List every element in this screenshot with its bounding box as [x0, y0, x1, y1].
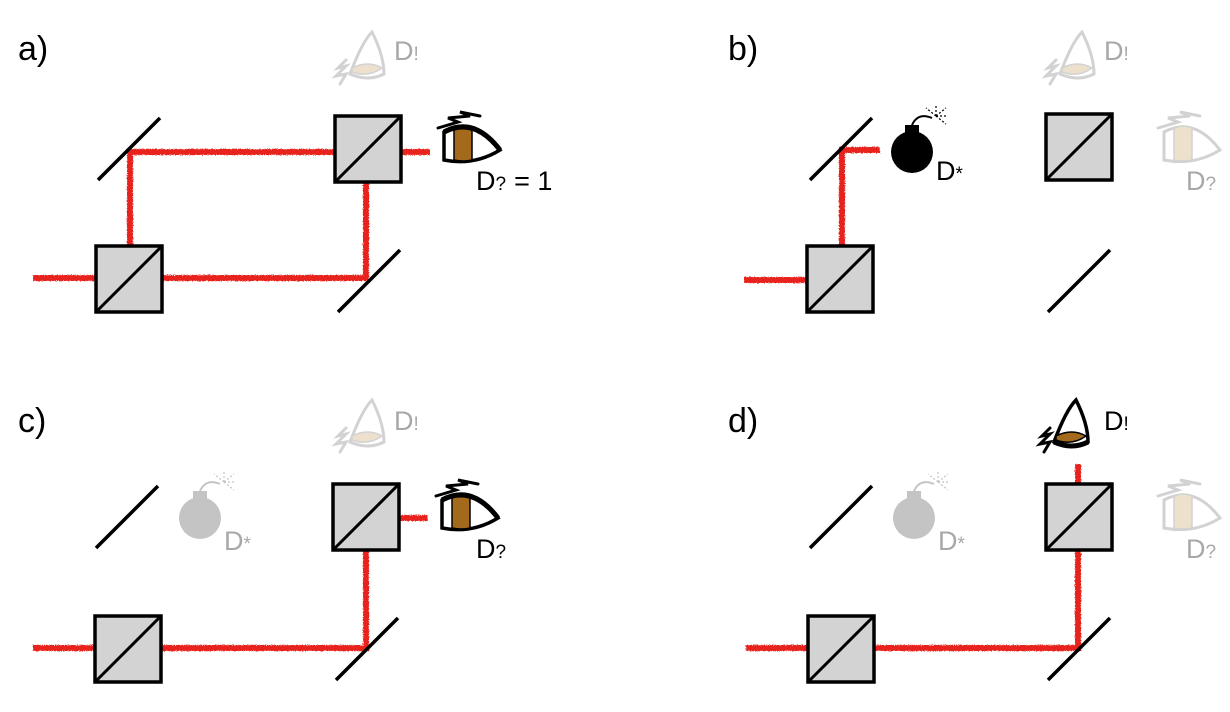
mirror-upper-d	[808, 484, 874, 550]
panel-c: c) D* D? D!	[18, 398, 506, 684]
beam-splitter-diagonal	[1044, 482, 1114, 552]
detector-label-question-b: D?	[1186, 166, 1216, 196]
mirror-lower-d	[1046, 616, 1112, 682]
mirror-lower-b	[1046, 248, 1112, 314]
eye-detector-icon-faded	[1156, 110, 1222, 164]
detector-label-question-d: D?	[1186, 534, 1216, 564]
detector-label-star-d: D*	[938, 526, 966, 556]
eye-detector-icon	[436, 480, 498, 530]
panel-d: d) D* D! D?	[728, 400, 1222, 684]
beam-splitter-diagonal	[331, 482, 401, 552]
beam-splitter-diagonal	[94, 244, 164, 314]
detector-label-exclaim-a: D!	[394, 36, 419, 66]
mirror-upper-b	[808, 116, 874, 182]
beam-splitter-diagonal	[806, 614, 876, 684]
eye-detector-icon	[438, 112, 500, 162]
eye-detector-icon-faded	[1156, 478, 1222, 532]
detector-label-exclaim-d: D!	[1104, 406, 1129, 436]
mirror-upper-c	[94, 484, 160, 550]
mirror-lower-c	[334, 616, 400, 682]
detector-label-question-c: D?	[476, 534, 506, 564]
beam-path-b	[744, 147, 880, 283]
panel-b: b) D* D! D?	[728, 30, 1222, 314]
panel-a: a) D?= 1 D!	[18, 30, 552, 314]
beam-splitter-diagonal	[333, 114, 403, 184]
beam-splitter-diagonal	[805, 244, 875, 314]
eye-detector-icon-faded	[1044, 30, 1096, 86]
eye-detector-icon	[1040, 400, 1088, 452]
detector-label-star-b: D*	[936, 156, 964, 186]
panel-label-a: a)	[18, 30, 48, 68]
detector-label-star-c: D*	[224, 526, 252, 556]
beam-splitter-diagonal	[1044, 112, 1114, 182]
panel-label-b: b)	[728, 30, 758, 68]
mirror-upper-a	[96, 116, 162, 182]
beam-splitter-diagonal	[93, 614, 163, 684]
panel-label-c: c)	[18, 402, 46, 440]
detector-label-exclaim-c: D!	[394, 406, 419, 436]
eye-detector-icon-faded	[334, 30, 386, 86]
eye-detector-icon-faded	[334, 398, 386, 454]
mirror-lower-a	[336, 248, 402, 314]
detector-label-question-a: D?= 1	[476, 166, 552, 196]
panel-label-d: d)	[728, 402, 758, 440]
detector-label-exclaim-b: D!	[1104, 36, 1129, 66]
